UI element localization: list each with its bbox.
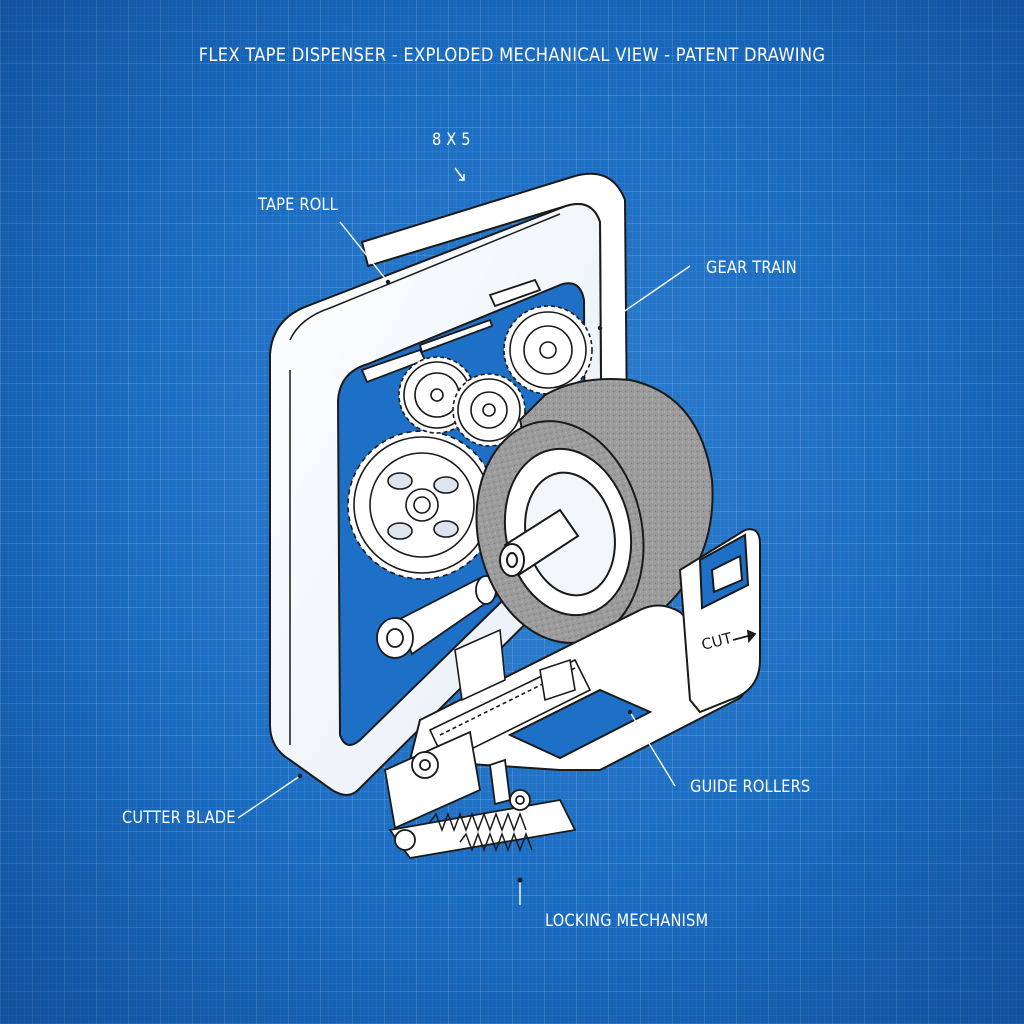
upper-right-gear [503, 305, 593, 395]
leader-lines [237, 221, 691, 905]
leader-dots [297, 279, 633, 883]
cutter-blade-label: CUTTER BLADE [122, 808, 236, 828]
large-gear [347, 430, 497, 580]
frame-slots [360, 278, 542, 384]
locking-mechanism-label: LOCKING MECHANISM [545, 911, 709, 931]
tape-roll-label: TAPE ROLL [258, 195, 339, 215]
middle-gear [452, 373, 526, 447]
cut-arrow-icon [732, 629, 757, 644]
gear-train [347, 305, 593, 580]
gear-train-label: GEAR TRAIN [706, 258, 797, 278]
guide-rollers-label: GUIDE ROLLERS [690, 777, 811, 797]
dimension-arrow [454, 167, 465, 181]
cutter-lock-assembly [383, 730, 577, 859]
dimension-label: 8 X 5 [432, 130, 471, 150]
lock-spring [429, 811, 533, 853]
tape-roll [475, 378, 714, 644]
drawing-title: FLEX TAPE DISPENSER - EXPLODED MECHANICA… [198, 44, 826, 66]
